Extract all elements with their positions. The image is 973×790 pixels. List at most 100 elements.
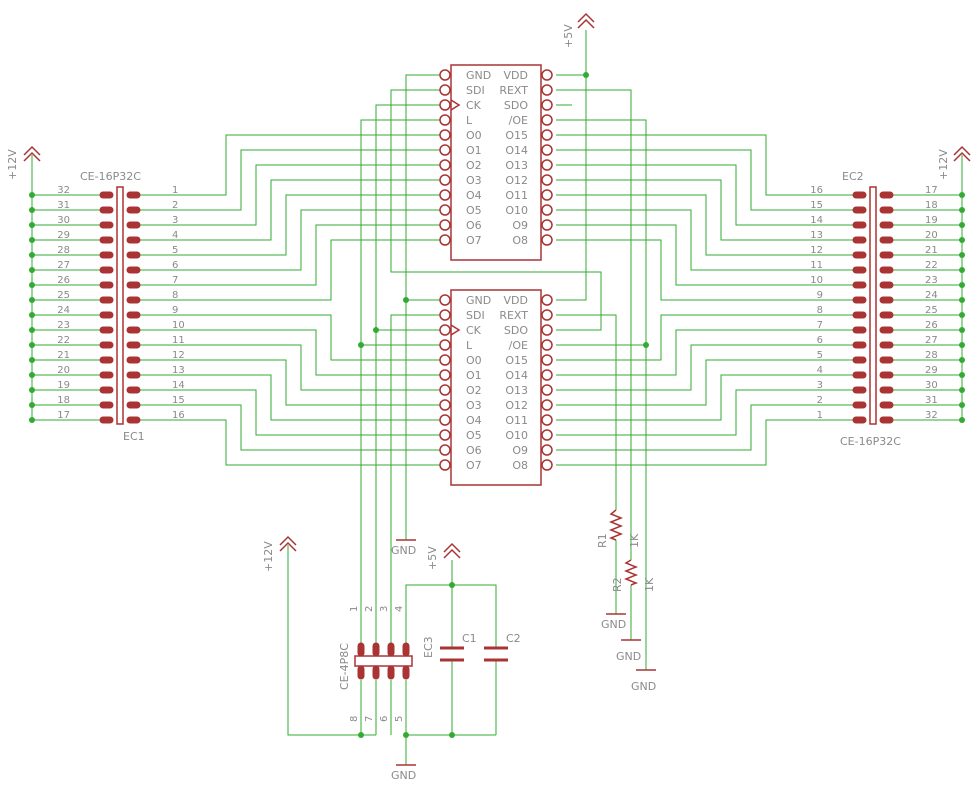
ic-bottom-pin-noe: /OE — [509, 339, 528, 352]
power-symbols: +5V +12V +12V +12V +5V GND GND GND GND G… — [6, 12, 971, 782]
ec3-name: EC3 — [422, 636, 435, 658]
ic-top-pin-right-circle — [541, 174, 553, 186]
ic-top-clock-marker — [450, 99, 461, 111]
ec3-pin-label: 2 — [364, 606, 375, 612]
ec1-bottom-ic-wire — [140, 374, 440, 421]
ic-bottom-pin-o14: O14 — [505, 369, 528, 382]
ic-bottom-pin-right-circle — [541, 294, 553, 306]
ec1-pin-label: 30 — [57, 215, 70, 226]
ic-bottom-pin-o15: O15 — [505, 354, 528, 367]
ec1-pad-left — [99, 221, 114, 229]
ic-top-pin-rext: REXT — [499, 84, 528, 97]
ec2-pin-label: 23 — [925, 275, 938, 286]
ic-bottom-pin-left-circle — [439, 414, 451, 426]
ec3-pin-label: 7 — [364, 716, 375, 722]
ec2-pin-label: 3 — [817, 380, 823, 391]
ic-top-pin-right-circle — [541, 234, 553, 246]
ic-top-pin-o14: O14 — [505, 144, 528, 157]
ec3-pin-label: 5 — [394, 716, 405, 722]
ec1-pin-label: 8 — [172, 290, 178, 301]
p12v-left-label: +12V — [6, 149, 19, 180]
ec1-pad-right — [126, 281, 141, 289]
ec2-bottom-ic-wire — [556, 329, 853, 376]
ic-bottom-pin-left-circle — [439, 309, 451, 321]
ic-top-pin-left-circle — [439, 99, 451, 111]
ec2-top-ic-wire — [556, 224, 853, 286]
ic-bottom-pin-left-circle — [439, 294, 451, 306]
ec2-pad-left — [852, 371, 867, 379]
control-wires — [31, 30, 963, 765]
ic-top-pin-left-circle — [439, 234, 451, 246]
ec2-pad-left — [852, 191, 867, 199]
ec2-pin-label: 29 — [925, 365, 938, 376]
ec1-pad-right — [126, 341, 141, 349]
ec1-pin-label: 12 — [172, 350, 185, 361]
ic-top-pin-left-circle — [439, 69, 451, 81]
ec2-pin-label: 32 — [925, 410, 938, 421]
ic-bottom-pin-right-circle — [541, 384, 553, 396]
p5v-top-label: +5V — [562, 24, 575, 48]
ic-bottom-pin-left-circle — [439, 444, 451, 456]
ec2-pin-label: 26 — [925, 320, 938, 331]
ec1-pin-label: 7 — [172, 275, 178, 286]
ec2-pad-left — [852, 296, 867, 304]
ic-bottom-pin-o0: O0 — [466, 354, 482, 367]
ec2-pad-right — [879, 236, 894, 244]
ic-bottom-pin-left-circle — [439, 369, 451, 381]
ic-bottom-pin-o5: O5 — [466, 429, 482, 442]
ec2-pad-right — [879, 251, 894, 259]
ec1-pad-left — [99, 296, 114, 304]
p5v-bottom-label: +5V — [426, 546, 439, 570]
ic-bottom-pin-o12: O12 — [505, 399, 528, 412]
ec1-pad-right — [126, 251, 141, 259]
ec2-pad-right — [879, 296, 894, 304]
ec3-pad-top — [387, 642, 395, 657]
ec2-pin-label: 14 — [810, 215, 823, 226]
ic-top-pin-left-circle — [439, 84, 451, 96]
ec1-pad-right — [126, 236, 141, 244]
ec2-pin-label: 16 — [810, 185, 823, 196]
ec2-pin-label: 27 — [925, 335, 938, 346]
ec2-top-ic-wire — [556, 209, 853, 271]
ic-top-pin-o6: O6 — [466, 219, 482, 232]
ec1-pad-right — [126, 296, 141, 304]
ec2-pin-label: 13 — [810, 230, 823, 241]
ec1-pin-label: 1 — [172, 185, 178, 196]
ic-top-pin-o2: O2 — [466, 159, 482, 172]
ec1-top-ic-wire — [140, 224, 440, 286]
ec2-pin-label: 5 — [817, 350, 823, 361]
ec2-pin-label: 1 — [817, 410, 823, 421]
ic-top-pin-o5: O5 — [466, 204, 482, 217]
ec2-pin-label: 4 — [817, 365, 823, 376]
ec2-pad-left — [852, 416, 867, 424]
ec1-pin-label: 14 — [172, 380, 185, 391]
ec1-pad-right — [126, 371, 141, 379]
ec2-bottom-ic-wire — [556, 344, 853, 391]
ec2-pin-label: 22 — [925, 260, 938, 271]
ic-bottom-pin-right-circle — [541, 339, 553, 351]
ec1-bottom-ic-wire — [140, 404, 440, 451]
ec3-pad-bottom — [357, 665, 365, 680]
ec1-pin-label: 31 — [57, 200, 70, 211]
ec1-pad-left — [99, 341, 114, 349]
ec2-pad-left — [852, 341, 867, 349]
ic-bottom-pin-o13: O13 — [505, 384, 528, 397]
ic-bottom-pin-right-circle — [541, 429, 553, 441]
ec1-pad-right — [126, 356, 141, 364]
ec1-bottom-ic-wire — [140, 419, 440, 466]
r2-value: 1K — [643, 577, 656, 592]
ec2-pad-right — [879, 401, 894, 409]
ec2-pin-label: 30 — [925, 380, 938, 391]
ec3-pin-label: 1 — [349, 606, 360, 612]
ec2-top-ic-wire — [556, 134, 853, 196]
ec2-pad-left — [852, 206, 867, 214]
ec2-pad-right — [879, 191, 894, 199]
ic-bottom-pin-gnd: GND — [466, 294, 491, 307]
ec2-pad-right — [879, 416, 894, 424]
r2-label: R2 — [611, 577, 624, 592]
ic-top-pin-gnd: GND — [466, 69, 491, 82]
ec2-pin-label: 12 — [810, 245, 823, 256]
ic-top-pin-left-circle — [439, 159, 451, 171]
ec2-pad-left — [852, 266, 867, 274]
